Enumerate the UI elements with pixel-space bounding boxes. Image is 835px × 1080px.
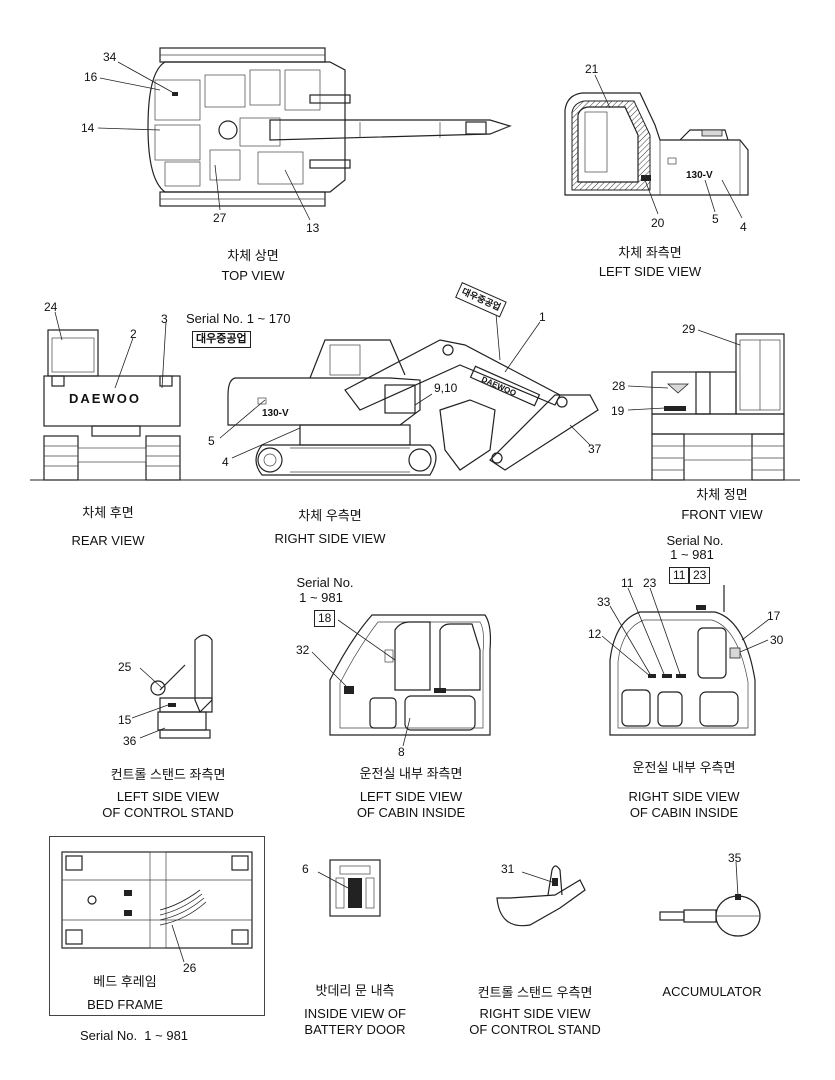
cabin-right-title-2: OF CABIN INSIDE [629, 805, 739, 820]
control-left-title-2: OF CONTROL STAND [102, 805, 234, 820]
left-side-view-title-korean: 차체 좌측면 [618, 245, 682, 260]
callout-23: 23 [643, 576, 657, 590]
bed-frame-drawing [61, 851, 253, 949]
callout-2: 2 [130, 327, 137, 341]
callout-1: 1 [539, 310, 546, 324]
bed-frame-title: BED FRAME [87, 997, 163, 1012]
callout-8: 8 [398, 745, 405, 759]
control-right-title-1: RIGHT SIDE VIEW [479, 1006, 591, 1021]
callout-24: 24 [44, 300, 58, 314]
bed-frame-serial-note: Serial No. 1 ~ 981 [80, 1028, 189, 1043]
callout-6: 6 [302, 862, 309, 876]
cabin-left-title-korean: 운전실 내부 좌측면 [359, 766, 463, 781]
callout-12: 12 [588, 627, 602, 641]
accumulator-drawing [659, 894, 761, 937]
accumulator-title: ACCUMULATOR [662, 984, 762, 999]
callout-30: 30 [770, 633, 784, 647]
callout-5-right: 5 [208, 434, 215, 448]
callout-20: 20 [651, 216, 665, 230]
control-stand-left-drawing [150, 634, 213, 739]
top-view-drawing [147, 47, 512, 207]
front-view-title-korean: 차체 정면 [696, 487, 748, 502]
right-side-serial-note: Serial No. 1 ~ 170 [186, 311, 291, 326]
callout-11-box: 11 [669, 567, 690, 584]
left-side-model-label: 130-V [686, 170, 713, 181]
control-left-title-korean: 컨트롤 스탠드 좌측면 [110, 767, 226, 782]
callout-33: 33 [597, 595, 611, 609]
callout-11: 11 [621, 576, 634, 590]
callout-32: 32 [296, 643, 310, 657]
callout-29: 29 [682, 322, 696, 336]
cabin-left-serial-note-2: 1 ~ 981 [299, 590, 343, 605]
right-side-view-title-korean: 차체 우측면 [298, 508, 362, 523]
left-side-view-drawing [564, 92, 749, 196]
cabin-left-title-2: OF CABIN INSIDE [356, 805, 466, 820]
cabin-left-drawing [329, 614, 492, 736]
callout-19: 19 [611, 404, 625, 418]
front-serial-note-1: Serial No. [666, 533, 724, 548]
rear-track-right [145, 435, 181, 481]
cabin-left-serial-note-1: Serial No. [296, 575, 354, 590]
front-serial-note-2: 1 ~ 981 [670, 547, 714, 562]
callout-4-right: 4 [222, 455, 229, 469]
callout-5-left: 5 [712, 212, 719, 226]
right-side-view-title: RIGHT SIDE VIEW [274, 531, 386, 546]
rear-view-title-korean: 차체 후면 [82, 505, 134, 520]
callout-28: 28 [612, 379, 626, 393]
callout-21: 21 [585, 62, 599, 76]
front-view-title: FRONT VIEW [681, 507, 763, 522]
bed-frame-border [49, 836, 265, 1016]
battery-door-drawing [329, 859, 381, 917]
cabin-right-title-korean: 운전실 내부 우측면 [632, 760, 736, 775]
control-left-title-1: LEFT SIDE VIEW [116, 789, 220, 804]
callout-14: 14 [81, 121, 95, 135]
callout-4-left: 4 [740, 220, 747, 234]
right-side-decal: 대우중공업 [192, 331, 251, 348]
callout-9-10: 9,10 [434, 381, 458, 395]
callout-35: 35 [728, 851, 742, 865]
rear-track-left [43, 435, 79, 481]
callout-31: 31 [501, 862, 515, 876]
callout-17: 17 [767, 609, 781, 623]
rear-brand-label: DAEWOO [69, 391, 141, 406]
battery-door-title-2: BATTERY DOOR [304, 1022, 406, 1037]
right-side-view-drawing [227, 339, 599, 476]
callout-34: 34 [103, 50, 117, 64]
callout-23-box: 23 [689, 567, 711, 584]
top-view-title: TOP VIEW [221, 268, 285, 283]
callout-13: 13 [306, 221, 320, 235]
callout-18: 18 [314, 610, 336, 627]
control-right-title-2: OF CONTROL STAND [469, 1022, 601, 1037]
leader-lines [54, 61, 769, 963]
control-stand-right-drawing [496, 865, 586, 927]
rear-view-title: REAR VIEW [71, 533, 145, 548]
cabin-right-drawing [609, 585, 756, 736]
battery-door-title-1: INSIDE VIEW OF [304, 1006, 406, 1021]
callout-15: 15 [118, 713, 132, 727]
right-side-track [255, 444, 437, 476]
cabin-left-title-1: LEFT SIDE VIEW [359, 789, 463, 804]
callout-37: 37 [588, 442, 602, 456]
callout-16: 16 [84, 70, 98, 84]
cabin-right-title-1: RIGHT SIDE VIEW [628, 789, 740, 804]
callout-26: 26 [183, 961, 197, 975]
control-right-title-korean: 컨트롤 스탠드 우측면 [477, 985, 593, 1000]
callout-3: 3 [161, 312, 168, 326]
left-side-view-title: LEFT SIDE VIEW [598, 264, 702, 279]
callout-25: 25 [118, 660, 132, 674]
front-track-left [651, 433, 685, 481]
callout-27: 27 [213, 211, 227, 225]
battery-door-title-korean: 밧데리 문 내측 [315, 983, 395, 998]
bed-frame-title-korean: 베드 후레임 [93, 974, 157, 989]
front-view-drawing [651, 333, 785, 481]
top-view-title-korean: 차체 상면 [227, 248, 279, 263]
right-side-model-label: 130-V [262, 408, 289, 419]
front-track-right [751, 433, 785, 481]
callout-36: 36 [123, 734, 137, 748]
